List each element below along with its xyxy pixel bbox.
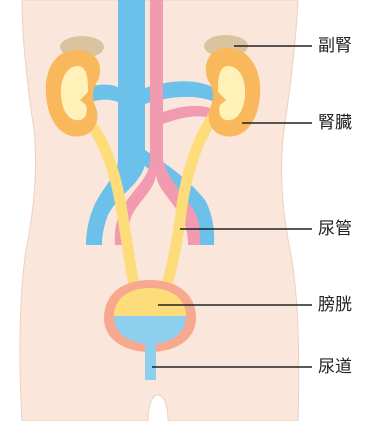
label-adrenal: 副腎 — [318, 36, 352, 56]
label-ureter: 尿管 — [318, 219, 352, 239]
label-bladder: 膀胱 — [318, 295, 352, 315]
urethra — [145, 342, 156, 380]
label-kidney: 腎臓 — [318, 113, 352, 133]
label-urethra: 尿道 — [318, 357, 352, 377]
